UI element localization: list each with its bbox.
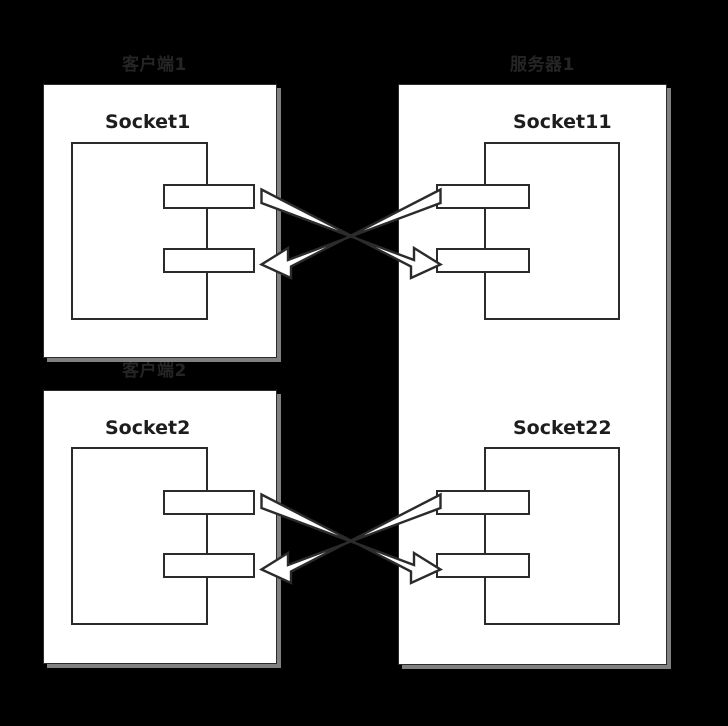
inner-rect-socket1 <box>71 142 208 320</box>
port-socket2-out[interactable] <box>163 490 255 515</box>
inner-rect-socket22 <box>484 447 620 625</box>
port-socket1-in[interactable] <box>163 248 255 273</box>
port-socket22-in[interactable] <box>436 490 530 515</box>
title-socket2: Socket2 <box>105 417 191 439</box>
title-socket22: Socket22 <box>513 417 612 439</box>
inner-rect-socket2 <box>71 447 208 625</box>
title-socket1: Socket1 <box>105 111 191 133</box>
port-socket2-in[interactable] <box>163 553 255 578</box>
panel-client1[interactable] <box>43 84 277 358</box>
port-socket11-out[interactable] <box>436 248 530 273</box>
port-socket1-out[interactable] <box>163 184 255 209</box>
inner-rect-socket11 <box>484 142 620 320</box>
port-socket22-out[interactable] <box>436 553 530 578</box>
port-socket11-in[interactable] <box>436 184 530 209</box>
title-socket11: Socket11 <box>513 111 612 133</box>
caption-server: 服务器1 <box>510 55 575 75</box>
caption-client1: 客户端1 <box>122 55 187 75</box>
panel-client2[interactable] <box>43 390 277 664</box>
caption-client2: 客户端2 <box>122 361 187 381</box>
